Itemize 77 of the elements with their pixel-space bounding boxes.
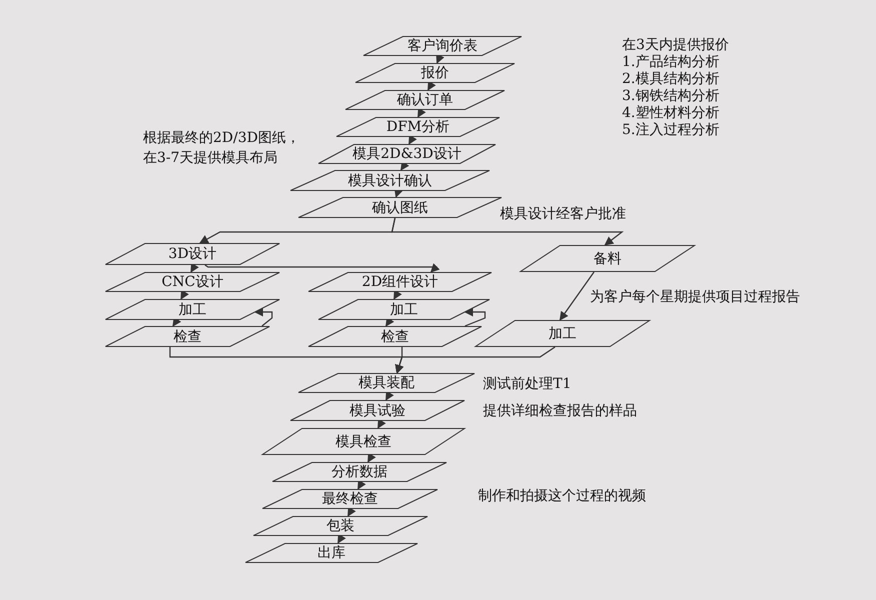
note-text: 根据最终的2D/3D图纸，在3-7天提供模具布局	[143, 129, 301, 168]
step-label: 检查	[172, 328, 202, 344]
note-text: 测试前处理T1	[483, 376, 572, 393]
arrow	[357, 480, 366, 490]
note-text: 提供详细检查报告的样品	[483, 403, 637, 420]
arrow	[427, 80, 436, 91]
arrow	[377, 418, 386, 429]
step-label: 模具设计确认	[347, 172, 433, 188]
note-text: 1.产品结构分析	[622, 54, 720, 71]
process-parallelogram	[105, 299, 280, 320]
process-parallelogram	[253, 516, 428, 536]
process-parallelogram	[262, 428, 465, 455]
step-label: 加工	[389, 302, 419, 318]
step-label: 加工	[548, 326, 578, 342]
note-text: 为客户每个星期提供项目过程报告	[590, 289, 800, 306]
note-text: 模具设计经客户批准	[500, 206, 626, 223]
arrow	[180, 290, 189, 300]
step-label: 模具试验	[348, 402, 406, 418]
step-label: 模具装配	[358, 375, 416, 391]
note-text: 5.注入过程分析	[622, 122, 720, 139]
arrow	[385, 390, 394, 401]
arrow	[393, 290, 402, 300]
process-parallelogram	[355, 63, 515, 83]
process-parallelogram	[520, 245, 695, 272]
arrow	[254, 308, 273, 326]
process-parallelogram	[105, 243, 280, 265]
process-parallelogram	[336, 117, 500, 137]
arrow	[408, 134, 417, 145]
step-label: 模具检查	[334, 434, 392, 450]
step-label: 确认图纸	[371, 200, 429, 216]
arrow	[367, 452, 376, 463]
process-parallelogram	[298, 197, 502, 218]
step-label: 最终检查	[321, 491, 379, 507]
arrow	[395, 346, 556, 374]
process-parallelogram	[272, 462, 447, 482]
arrow	[436, 54, 444, 64]
process-parallelogram	[298, 373, 475, 393]
step-label: 确认订单	[396, 92, 454, 108]
step-label: 模具2D&3D设计	[352, 146, 462, 162]
step-label: 备料	[592, 250, 622, 266]
step-label: 报价	[420, 65, 450, 81]
note-text: 2.模具结构分析	[622, 71, 720, 88]
process-parallelogram	[318, 144, 496, 164]
note-text: 4.塑性材料分析	[622, 105, 720, 122]
process-parallelogram	[290, 170, 490, 191]
step-label: DFM分析	[385, 119, 451, 135]
process-parallelogram	[345, 90, 505, 110]
process-parallelogram	[308, 272, 492, 292]
process-parallelogram	[318, 299, 490, 320]
arrow	[337, 534, 346, 544]
note-text: 3.钢铁结构分析	[622, 88, 720, 105]
arrow	[391, 218, 624, 246]
arrow	[204, 263, 440, 273]
step-label: 出库	[316, 545, 346, 561]
process-parallelogram	[475, 320, 650, 347]
process-parallelogram	[290, 400, 465, 421]
process-parallelogram	[245, 543, 418, 563]
note-text: 在3天内提供报价	[622, 37, 729, 54]
step-label: 2D组件设计	[360, 274, 440, 290]
arrow	[347, 506, 356, 517]
arrow	[464, 308, 486, 327]
step-label: CNC设计	[160, 274, 224, 290]
step-label: 客户询价表	[406, 38, 478, 54]
process-parallelogram	[363, 36, 522, 56]
step-label: 包装	[326, 518, 356, 534]
step-label: 3D设计	[167, 246, 218, 262]
process-parallelogram	[262, 489, 438, 509]
process-parallelogram	[105, 326, 270, 347]
arrow	[559, 272, 594, 321]
arrow	[190, 262, 199, 273]
process-parallelogram	[105, 272, 280, 292]
step-label: 分析数据	[330, 464, 388, 480]
arrow	[417, 108, 426, 118]
step-label: 加工	[178, 302, 208, 318]
step-label: 检查	[380, 328, 410, 344]
process-parallelogram	[308, 326, 482, 347]
note-text: 制作和拍摄这个过程的视频	[478, 488, 646, 505]
